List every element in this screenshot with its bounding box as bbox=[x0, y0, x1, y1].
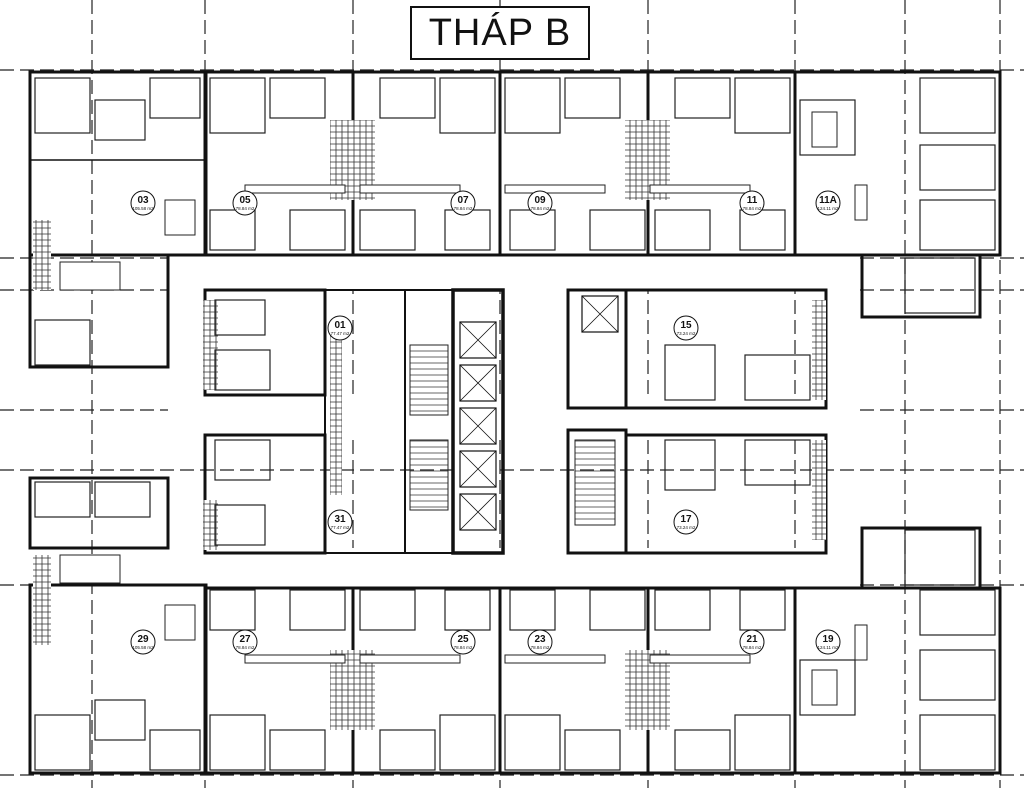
unit-area: 73.24 m2 bbox=[676, 525, 696, 530]
unit-number: 29 bbox=[137, 634, 149, 645]
unit-area: 78.84 m2 bbox=[235, 206, 255, 211]
unit-area: 124.11 m2 bbox=[817, 645, 839, 650]
unit-number: 23 bbox=[534, 634, 546, 645]
middle-core bbox=[28, 288, 828, 555]
unit-label-15: 15 73.24 m2 bbox=[671, 321, 701, 337]
unit-label-29: 29 105.58 m2 bbox=[128, 635, 158, 651]
unit-area: 78.84 m2 bbox=[530, 206, 550, 211]
corridors bbox=[168, 255, 858, 588]
unit-number: 05 bbox=[239, 195, 251, 206]
tower-title: THÁP B bbox=[428, 11, 572, 54]
unit-area: 77.47 m2 bbox=[330, 331, 350, 336]
unit-label-11a: 11A 124.11 m2 bbox=[813, 196, 843, 212]
unit-number: 31 bbox=[334, 514, 346, 525]
unit-label-25: 25 78.84 m2 bbox=[448, 635, 478, 651]
unit-number: 25 bbox=[457, 634, 469, 645]
unit-number: 07 bbox=[457, 195, 469, 206]
unit-number: 15 bbox=[680, 320, 692, 331]
unit-label-17: 17 73.24 m2 bbox=[671, 515, 701, 531]
unit-label-23: 23 78.84 m2 bbox=[525, 635, 555, 651]
unit-label-01: 01 77.47 m2 bbox=[325, 321, 355, 337]
unit-area: 105.58 m2 bbox=[132, 206, 154, 211]
unit-label-07: 07 78.84 m2 bbox=[448, 196, 478, 212]
unit-label-19: 19 124.11 m2 bbox=[813, 635, 843, 651]
unit-area: 78.84 m2 bbox=[742, 645, 762, 650]
unit-area: 78.84 m2 bbox=[235, 645, 255, 650]
unit-area: 78.84 m2 bbox=[453, 206, 473, 211]
tower-title-box: THÁP B bbox=[410, 6, 590, 60]
unit-number: 17 bbox=[680, 514, 692, 525]
unit-area: 78.84 m2 bbox=[530, 645, 550, 650]
unit-area: 105.58 m2 bbox=[132, 645, 154, 650]
unit-number: 11A bbox=[819, 195, 837, 206]
unit-label-27: 27 78.84 m2 bbox=[230, 635, 260, 651]
unit-number: 11 bbox=[746, 195, 758, 206]
unit-number: 09 bbox=[534, 195, 546, 206]
unit-number: 21 bbox=[746, 634, 758, 645]
top-wing bbox=[28, 70, 1002, 369]
unit-area: 124.11 m2 bbox=[817, 206, 839, 211]
unit-label-31: 31 77.47 m2 bbox=[325, 515, 355, 531]
unit-label-05: 05 78.84 m2 bbox=[230, 196, 260, 212]
unit-label-11: 11 78.84 m2 bbox=[737, 196, 767, 212]
unit-number: 03 bbox=[137, 195, 149, 206]
unit-area: 78.84 m2 bbox=[453, 645, 473, 650]
unit-label-09: 09 78.84 m2 bbox=[525, 196, 555, 212]
unit-area: 77.47 m2 bbox=[330, 525, 350, 530]
unit-area: 78.84 m2 bbox=[742, 206, 762, 211]
unit-label-03: 03 105.58 m2 bbox=[128, 196, 158, 212]
unit-number: 01 bbox=[334, 320, 346, 331]
unit-label-21: 21 78.84 m2 bbox=[737, 635, 767, 651]
unit-area: 73.24 m2 bbox=[676, 331, 696, 336]
unit-number: 27 bbox=[239, 634, 251, 645]
unit-number: 19 bbox=[822, 634, 834, 645]
unit-markers bbox=[130, 190, 841, 655]
bottom-wing bbox=[28, 526, 1002, 775]
